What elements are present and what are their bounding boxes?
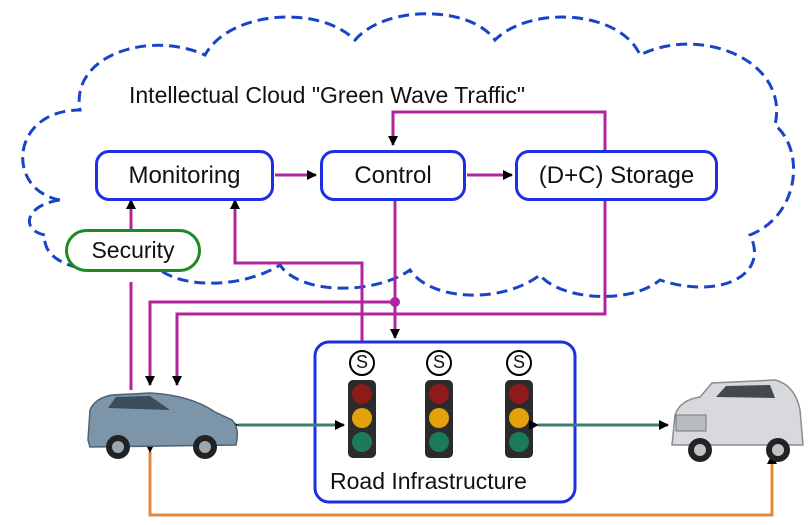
sensor-icon bbox=[426, 350, 452, 376]
storage-feedback-link bbox=[388, 110, 607, 152]
road-infrastructure-label: Road Infrastructure bbox=[330, 468, 527, 494]
junction-dot bbox=[390, 297, 400, 307]
red-lamp-icon bbox=[352, 384, 372, 404]
red-lamp-icon bbox=[429, 384, 449, 404]
car-right-icon bbox=[671, 379, 804, 462]
sensor-label-1: S bbox=[355, 352, 368, 372]
storage-box: (D+C) Storage bbox=[515, 150, 718, 201]
car-left-icon bbox=[87, 392, 239, 459]
yellow-lamp-icon bbox=[509, 408, 529, 428]
green-lamp-icon bbox=[352, 432, 372, 452]
storage-to-car-link bbox=[172, 200, 607, 386]
sensor-icon bbox=[506, 350, 532, 376]
control-to-car-link bbox=[145, 300, 395, 386]
sensor-label-3: S bbox=[512, 352, 525, 372]
yellow-lamp-icon bbox=[352, 408, 372, 428]
green-lamp-icon bbox=[509, 432, 529, 452]
sensor-label-2: S bbox=[432, 352, 445, 372]
sensor-icon bbox=[349, 350, 375, 376]
data-links bbox=[129, 110, 607, 390]
yellow-lamp-icon bbox=[429, 408, 449, 428]
green-lamp-icon bbox=[429, 432, 449, 452]
v2v-link bbox=[145, 443, 777, 517]
monitoring-box: Monitoring bbox=[95, 150, 274, 201]
traffic-light-2 bbox=[425, 350, 453, 458]
control-box: Control bbox=[320, 150, 466, 201]
red-lamp-icon bbox=[509, 384, 529, 404]
traffic-light-3 bbox=[505, 350, 533, 458]
security-box: Security bbox=[65, 229, 201, 272]
infrastructure-to-monitoring-link bbox=[230, 199, 364, 345]
cloud-title: Intellectual Cloud "Green Wave Traffic" bbox=[129, 82, 526, 108]
